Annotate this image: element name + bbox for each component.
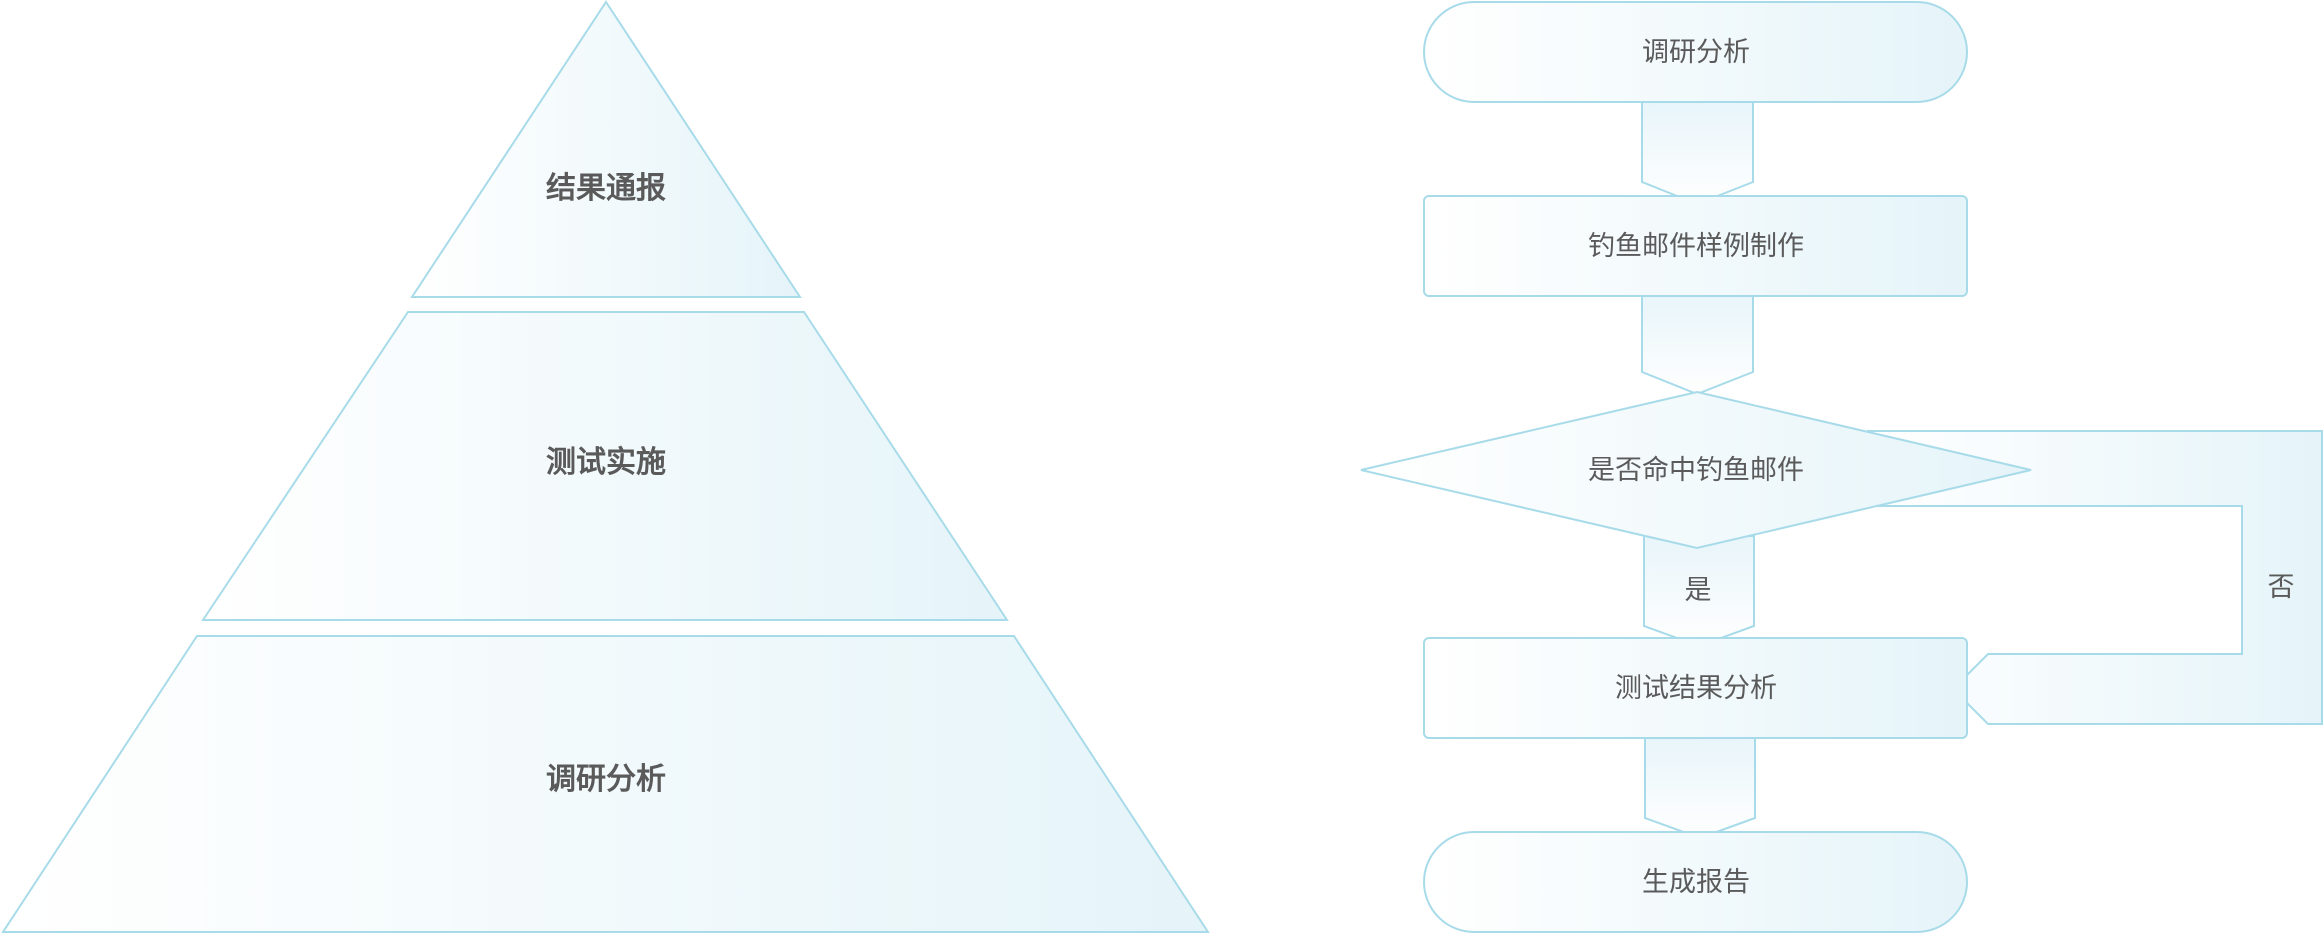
pyramid-top-label: 结果通报: [546, 171, 666, 206]
arrow-step1-to-decision: [1641, 295, 1754, 396]
pyramid-middle-label: 测试实施: [546, 445, 666, 480]
pyramid-bottom-label: 调研分析: [546, 762, 666, 797]
start-label: 调研分析: [1642, 37, 1750, 68]
arrow-start-to-step1: [1641, 101, 1754, 206]
process-step2-label: 测试结果分析: [1615, 673, 1777, 704]
process-step1-label: 钓鱼邮件样例制作: [1588, 231, 1804, 262]
flowchart: 调研分析 钓鱼邮件样例制作 是否命中钓鱼邮件 是 否 测试结果分析 生成报告: [1360, 1, 2323, 933]
no-label: 否: [2268, 572, 2295, 603]
yes-label: 是: [1685, 575, 1712, 606]
pyramid-top-tier: [410, 0, 802, 298]
arrow-decision-no: [1867, 430, 2323, 725]
start-node: [1423, 1, 1968, 103]
pyramid: 结果通报 测试实施 调研分析: [1, 0, 1210, 933]
end-node: [1423, 831, 1968, 933]
pyramid-middle-tier: [201, 311, 1009, 621]
decision-node: [1360, 390, 2032, 550]
pyramid-bottom-tier: [1, 635, 1210, 933]
decision-label: 是否命中钓鱼邮件: [1588, 455, 1804, 486]
end-label: 生成报告: [1642, 867, 1750, 898]
process-step1: [1423, 195, 1968, 297]
process-step2: [1423, 637, 1968, 739]
arrow-step2-to-end: [1644, 737, 1756, 840]
